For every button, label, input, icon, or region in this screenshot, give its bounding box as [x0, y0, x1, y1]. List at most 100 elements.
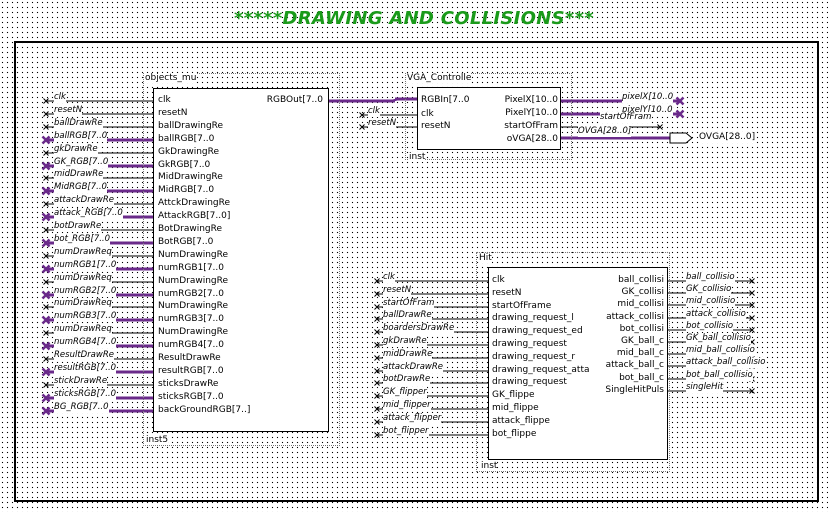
- vga-controller-name: VGA_Controlle: [407, 73, 472, 83]
- objects-input-terminal: [41, 212, 51, 222]
- hit-input-pin: bot_flippe: [492, 429, 537, 440]
- objects-input-label: resetN: [54, 105, 83, 116]
- vga-output-label: pixelX[10..0: [622, 92, 674, 103]
- vga-input-pin: RGBIn[7..0: [421, 95, 470, 106]
- hit-output-pin: ball_collisi: [618, 275, 664, 286]
- hit-output-terminal: [749, 278, 755, 284]
- objects-mux-instance: inst5: [146, 435, 169, 445]
- hit-output-label: GK_ball_collisio: [686, 333, 751, 344]
- hit-input-pin: drawing_request_l: [492, 313, 574, 324]
- hit-output-label: GK_collisio: [686, 284, 732, 295]
- hit-input-label: ballDrawRe: [383, 310, 432, 321]
- hit-input-label: startOfFram: [383, 298, 435, 309]
- hit-name: Hit: [479, 253, 492, 263]
- ovga-output-port[interactable]: [669, 132, 693, 144]
- hit-input-label: gkDrawRe: [383, 336, 427, 347]
- objects-input-terminal: [41, 264, 51, 274]
- hit-input-terminal: [374, 393, 380, 399]
- objects-input-terminal: [43, 175, 49, 181]
- hit-output-pin: bot_collisi: [619, 324, 664, 335]
- hit-output-terminal: [749, 290, 755, 296]
- hit-output-pin: SingleHitPuls: [605, 385, 664, 396]
- objects-input-label: numRGB3[7..0: [54, 311, 117, 322]
- objects-input-terminal: [43, 356, 49, 362]
- objects-input-pin: AttckDrawingRe: [158, 198, 231, 209]
- vga-output-pin: PixelX[10..0: [504, 95, 558, 106]
- hit-input-terminal: [374, 432, 380, 438]
- vga-controller-instance: inst: [409, 152, 426, 162]
- hit-output-label: mid_ball_collisio: [686, 345, 755, 356]
- hit-input-label: GK_flipper: [383, 387, 427, 398]
- vga-output-label: startOfFram: [600, 112, 652, 123]
- hit-output-label: attack_collisio: [686, 309, 746, 320]
- hit-input-terminal: [374, 342, 380, 348]
- objects-input-terminal: [43, 330, 49, 336]
- hit-output-pin: GK_ball_c: [620, 336, 664, 347]
- objects-input-terminal: [43, 124, 49, 130]
- vga-output-label: pixelY[10..0: [622, 105, 673, 116]
- hit-input-label: attackDrawRe: [383, 362, 444, 373]
- vga-input-label: resetN: [368, 118, 397, 129]
- hit-output-terminal: [749, 388, 755, 394]
- pixel-bus-terminal: [675, 109, 685, 119]
- objects-input-label: numDrawReq: [54, 273, 112, 284]
- sheet-frame: [14, 41, 819, 502]
- objects-input-label: stickDrawRe: [54, 376, 108, 387]
- objects-input-terminal: [41, 161, 51, 171]
- startofframe-terminal: [657, 124, 663, 130]
- hit-output-label: singleHit: [686, 382, 724, 393]
- objects-output-pin: RGBOut[7..0: [266, 95, 323, 106]
- objects-input-pin: backGroundRGB[7..]: [158, 405, 251, 416]
- vga-input-label: clk: [368, 106, 380, 117]
- objects-input-terminal: [43, 201, 49, 207]
- objects-input-label: numRGB2[7..0: [54, 286, 117, 297]
- hit-output-pin: GK_collisi: [621, 287, 664, 298]
- objects-input-pin: NumDrawingRe: [158, 250, 229, 261]
- hit-input-label: clk: [383, 272, 395, 283]
- diagram-title: *****DRAWING AND COLLISIONS***: [233, 8, 595, 29]
- objects-input-terminal: [41, 367, 51, 377]
- objects-input-terminal: [41, 315, 51, 325]
- objects-input-pin: ballDrawingRe: [158, 121, 224, 132]
- hit-input-pin: drawing_request_r: [492, 352, 576, 363]
- objects-input-pin: resetN: [158, 108, 188, 119]
- vga-output-pin: oVGA[28..0: [506, 134, 558, 145]
- objects-input-label: numRGB1[7..0: [54, 260, 117, 271]
- objects-input-pin: MidRGB[7..0: [158, 185, 215, 196]
- hit-input-terminal: [374, 278, 380, 284]
- objects-input-pin: BotDrawingRe: [158, 224, 223, 235]
- hit-input-terminal: [374, 355, 380, 361]
- hit-input-pin: drawing_request: [492, 339, 567, 350]
- hit-output-label: attack_ball_collisio: [686, 357, 766, 368]
- objects-input-pin: GkDrawingRe: [158, 147, 219, 158]
- hit-input-terminal: [374, 316, 380, 322]
- hit-outline: [476, 252, 670, 472]
- hit-output-pin: attack_collisi: [606, 312, 664, 323]
- objects-input-terminal: [43, 253, 49, 259]
- hit-output-label: bot_collisio: [686, 321, 734, 332]
- vga-input-pin: clk: [421, 109, 434, 120]
- hit-input-label: botDrawRe: [383, 374, 431, 385]
- objects-input-terminal: [43, 150, 49, 156]
- hit-input-label: midDrawRe: [383, 349, 433, 360]
- objects-input-label: BG_RGB[7..0: [54, 402, 109, 413]
- objects-input-label: attackDrawRe: [54, 195, 115, 206]
- hit-input-pin: resetN: [492, 288, 522, 299]
- hit-instance: inst: [481, 461, 498, 471]
- hit-output-terminal: [749, 327, 755, 333]
- objects-input-terminal: [41, 341, 51, 351]
- objects-input-terminal: [41, 238, 51, 248]
- objects-input-terminal: [43, 98, 49, 104]
- hit-input-pin: attack_flippe: [492, 416, 550, 427]
- objects-input-label: botDrawRe: [54, 221, 102, 232]
- objects-input-terminal: [43, 111, 49, 117]
- hit-input-terminal: [374, 329, 380, 335]
- hit-output-pin: mid_collisi: [617, 299, 664, 310]
- hit-input-label: bot_flipper: [383, 426, 429, 437]
- objects-mux-name: objects_mu: [145, 73, 197, 83]
- hit-input-pin: drawing_request: [492, 377, 567, 388]
- objects-input-pin: GkRGB[7..0: [158, 160, 211, 171]
- objects-input-pin: ballRGB[7..0: [158, 134, 215, 145]
- objects-input-terminal: [41, 406, 51, 416]
- vga-output-label: OVGA[28..0]: [578, 126, 632, 137]
